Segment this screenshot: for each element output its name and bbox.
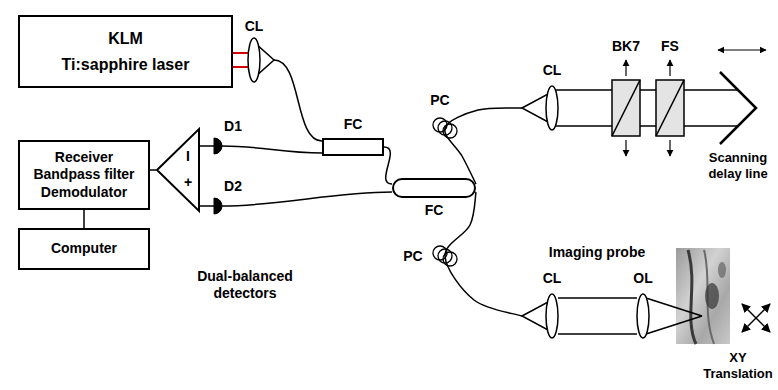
beam-line [558,333,637,335]
signal-wire [83,210,85,228]
box-text: Computer [51,240,117,258]
part-label: PC [425,92,455,109]
photodiode-symbol [214,138,222,154]
bk7-prism [612,80,640,136]
coupler-shape [393,179,475,197]
node-label: FC [414,202,454,218]
tissue-structure [718,262,726,278]
optical-fiber [222,146,322,153]
retroreflector [720,72,756,144]
focus-beam [646,316,702,334]
tissue-structure [688,250,696,344]
coupler-shape [323,139,383,155]
motion-arrow [625,60,626,76]
motion-arrow [625,140,626,156]
signal-wire [200,205,214,207]
fiber-connector [84,210,85,228]
fiber-connector [233,53,248,67]
signal-wire [150,169,156,171]
box-text: KLM [108,29,143,49]
motion-arrow [669,60,670,76]
fiber-connector [384,147,392,184]
lens-shape [546,86,558,130]
node-label: D1 [218,118,248,134]
fiber-collimator [522,94,548,122]
objective-lens: OL [628,270,658,342]
amplifier-triangle [157,129,199,211]
collimating-lens: CL [240,18,280,88]
focus-beam [646,298,702,316]
part-label: BK7 [606,38,646,55]
optical-fiber [274,60,322,141]
box-text: Receiver Bandpass filter Demodulator [29,149,139,202]
fiber-connector [274,60,322,141]
scan-arrow [718,49,766,50]
fiber-connector [222,192,392,206]
collimating-lens: CL [522,270,566,342]
part-label: Scanning delay line [700,150,776,181]
prism-diagonal [656,80,684,136]
prism-diagonal [612,80,640,136]
motion-arrow [669,140,670,156]
photodiode-symbol [214,198,222,214]
motion-label: XY Translation [700,350,776,381]
node-label: CL [240,18,268,34]
fiber-connector [150,170,156,171]
node-label: + [181,174,195,190]
fiber-collimator [522,302,548,330]
group-label: Dual-balanced detectors [190,268,300,302]
node-outline [156,128,200,212]
beam-line [556,125,738,127]
tissue-image [676,248,730,344]
optical-fiber [445,108,522,184]
fiber-connector [445,108,522,184]
tissue-structure [705,283,719,309]
fiber-connector [200,146,214,147]
computer-box: Computer [18,228,150,270]
beam-line [233,52,248,54]
node-label: CL [538,270,566,286]
node-label: CL [538,62,566,78]
detector: D2 [210,178,250,216]
optical-fiber [445,192,522,316]
beam-line [558,297,637,299]
fiber-connector [445,192,522,316]
signal-wire [200,145,214,147]
part-label: FS [650,38,690,55]
beam-line [233,66,248,68]
lens-shape [546,294,558,338]
collimating-lens: CL [522,62,566,134]
translation-arrow [742,304,770,332]
lens-shape [637,294,649,338]
fiber-connector [558,298,637,334]
receiver-box: Receiver Bandpass filter Demodulator [18,140,150,210]
fiber-coupler: FC [392,178,476,222]
part-label: PC [398,248,428,265]
amplifier-symbol: I+ [156,128,200,212]
beam-line [556,89,738,91]
fiber-connector [222,146,322,153]
box-text: Ti:sapphire laser [62,55,190,75]
fiber-connector [200,206,214,207]
optical-fiber [222,192,392,206]
node-label: FC [322,116,384,132]
node-label: OL [628,270,658,286]
fiber-coupler: FC [322,116,384,158]
translation-arrow [742,304,770,332]
node-label: I [181,148,195,164]
lens-shape [248,38,260,82]
fs-prism [656,80,684,136]
optical-fiber [384,147,392,184]
group-label: Imaging probe [542,244,652,261]
laser-box: KLM Ti:sapphire laser [18,15,233,88]
node-label: D2 [218,178,248,194]
detector: D1 [210,118,250,156]
